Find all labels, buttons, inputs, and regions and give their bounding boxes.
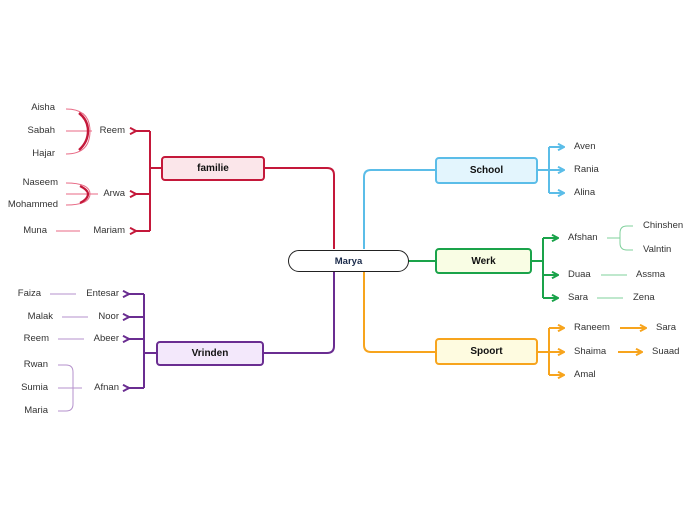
spoort-subtopic-shaima[interactable]: Shaima [574, 346, 607, 357]
werk-leaf-valntin[interactable]: Valntin [643, 244, 672, 255]
familie-subtopic-mariam[interactable]: Mariam [93, 225, 125, 236]
topic-werk[interactable]: Werk [435, 248, 532, 274]
connector-marya-school [363, 169, 435, 249]
werk-leaf-chinshen[interactable]: Chinshen [643, 220, 684, 231]
topic-school-label: School [469, 165, 504, 176]
topic-spoort[interactable]: Spoort [435, 338, 538, 365]
werk-leaf-assma[interactable]: Assma [636, 269, 666, 280]
topic-werk-label: Werk [471, 255, 496, 267]
vrinden-leaf-sumia[interactable]: Sumia [21, 382, 48, 393]
connector-marya-familie [264, 167, 335, 249]
vrinden-subtopic-entesar[interactable]: Entesar [86, 288, 119, 299]
familie-brace-arwa [65, 182, 98, 206]
school-subtopic-aven[interactable]: Aven [574, 141, 596, 152]
spoort-leaf-suaad[interactable]: Suaad [652, 346, 680, 357]
connector-marya-spoort [363, 272, 435, 353]
vrinden-subtopic-abeer[interactable]: Abeer [93, 333, 119, 344]
school-subtopic-alina[interactable]: Alina [574, 187, 596, 198]
topic-familie-label: familie [197, 163, 229, 174]
central-topic-marya[interactable]: Marya [288, 250, 409, 272]
familie-leaf-sabah[interactable]: Sabah [27, 125, 55, 136]
werk-subtopic-sara[interactable]: Sara [568, 292, 589, 303]
familie-subtopic-arwa[interactable]: Arwa [103, 188, 125, 199]
familie-leaf-muna[interactable]: Muna [23, 225, 47, 236]
vrinden-subtopic-afnan[interactable]: Afnan [94, 382, 119, 393]
vrinden-trunk [143, 294, 156, 388]
werk-brace-afshan [607, 225, 633, 251]
werk-subtopic-afshan[interactable]: Afshan [568, 232, 598, 243]
familie-leaf-hajar[interactable]: Hajar [32, 148, 55, 159]
spoort-leaf-sara[interactable]: Sara [656, 322, 677, 333]
vrinden-leaf-malak[interactable]: Malak [27, 311, 53, 322]
vrinden-leaf-maria[interactable]: Maria [24, 405, 48, 416]
familie-leaf-naseem[interactable]: Naseem [22, 177, 58, 188]
familie-subtopic-reem[interactable]: Reem [99, 125, 125, 136]
topic-familie[interactable]: familie [161, 156, 265, 181]
central-topic-label: Marya [334, 255, 363, 267]
spoort-subtopic-raneem[interactable]: Raneem [574, 322, 610, 333]
familie-brace-arwa-bold [79, 185, 90, 204]
connector-marya-vrinden [263, 272, 335, 354]
werk-subtopic-duaa[interactable]: Duaa [568, 269, 591, 280]
vrinden-leaf-reem[interactable]: Reem [23, 333, 49, 344]
familie-leaf-aisha[interactable]: Aisha [31, 102, 55, 113]
topic-vrinden-label: Vrinden [191, 348, 229, 359]
werk-leaf-zena[interactable]: Zena [633, 292, 655, 303]
vrinden-leaf-rwan[interactable]: Rwan [23, 359, 48, 370]
familie-brace-reem-bold [78, 112, 90, 151]
school-subtopic-rania[interactable]: Rania [574, 164, 599, 175]
topic-spoort-label: Spoort [470, 346, 503, 357]
vrinden-leaf-faiza[interactable]: Faiza [17, 288, 41, 299]
spoort-trunk [537, 328, 550, 375]
spoort-subtopic-amal[interactable]: Amal [574, 369, 596, 380]
topic-school[interactable]: School [435, 157, 538, 184]
school-trunk [537, 147, 550, 193]
vrinden-subtopic-noor[interactable]: Noor [98, 311, 119, 322]
vrinden-brace-afnan [58, 364, 82, 412]
familie-leaf-mohammed[interactable]: Mohammed [7, 199, 58, 210]
werk-trunk [531, 238, 544, 298]
topic-vrinden[interactable]: Vrinden [156, 341, 264, 366]
familie-trunk [149, 131, 161, 231]
